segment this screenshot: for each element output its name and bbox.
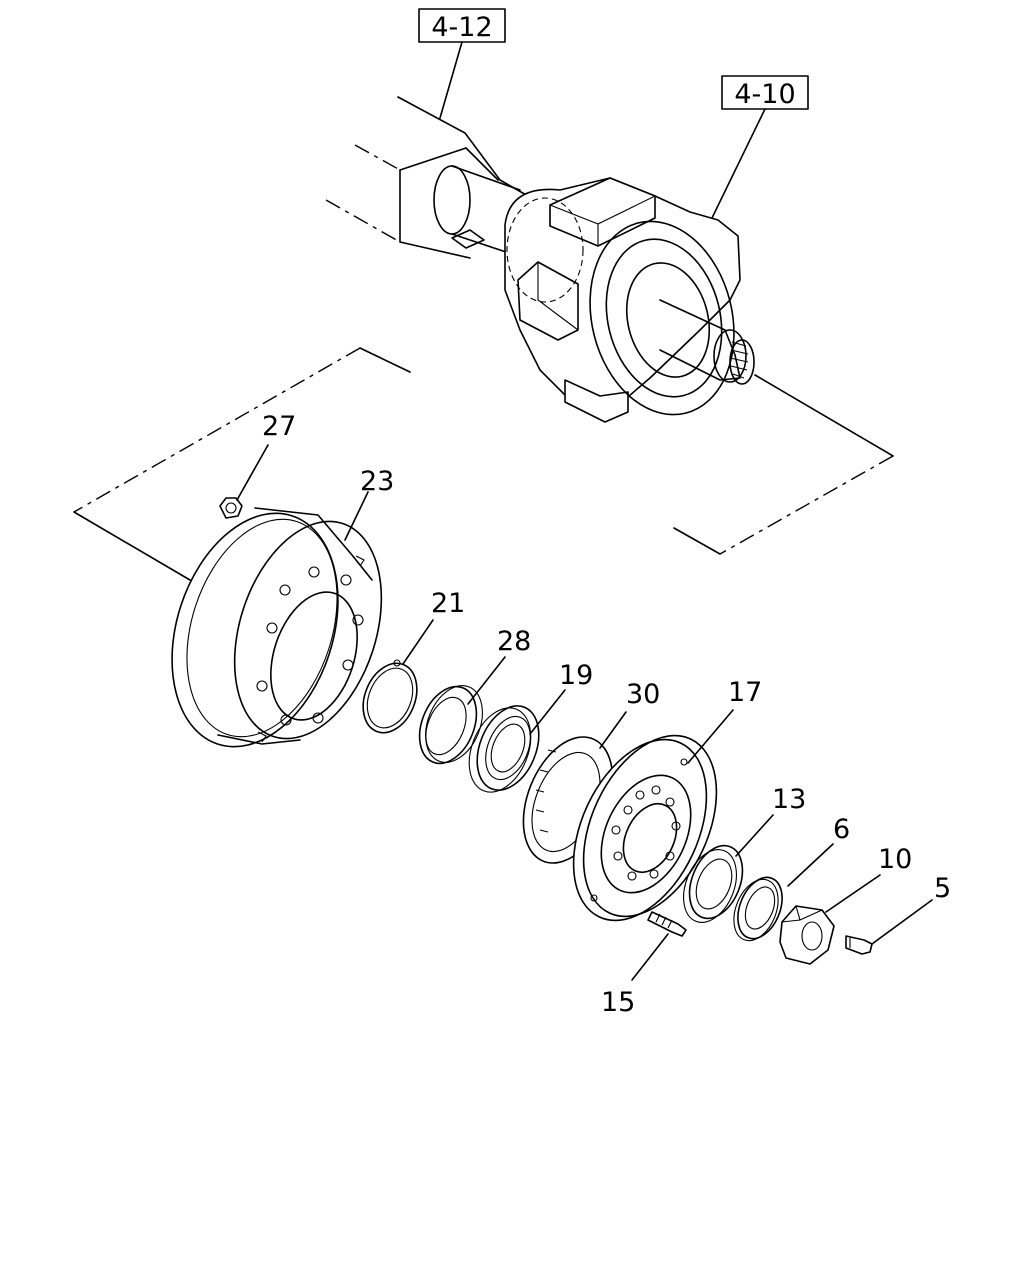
part-5-screw[interactable] (845, 935, 873, 955)
callout-15[interactable]: 15 (601, 987, 635, 1018)
callout-labels: 27 23 21 28 19 30 17 13 6 10 5 15 (262, 411, 951, 1018)
callout-23[interactable]: 23 (360, 466, 394, 497)
callout-21[interactable]: 21 (431, 588, 465, 619)
part-21-snap-ring[interactable] (353, 655, 426, 740)
part-15-bolt[interactable] (647, 911, 687, 937)
callout-10[interactable]: 10 (878, 844, 912, 875)
axle-housing (325, 96, 755, 423)
part-17-wheel-hub[interactable] (547, 714, 743, 941)
callout-30[interactable]: 30 (626, 679, 660, 710)
callout-27[interactable]: 27 (262, 411, 296, 442)
reference-label: 4-10 (734, 79, 795, 110)
leader-4-10 (711, 108, 766, 219)
callout-6[interactable]: 6 (833, 814, 850, 845)
callout-17[interactable]: 17 (728, 677, 762, 708)
callout-13[interactable]: 13 (772, 784, 806, 815)
callout-5[interactable]: 5 (934, 873, 951, 904)
callout-19[interactable]: 19 (559, 660, 593, 691)
part-27-nut[interactable] (219, 497, 243, 519)
callout-leaders (236, 444, 933, 981)
part-23-brake-drum[interactable] (144, 492, 408, 768)
part-6-washer[interactable] (725, 871, 790, 947)
callout-28[interactable]: 28 (497, 626, 531, 657)
reference-label: 4-12 (431, 12, 492, 43)
assembly-axis-lines (73, 347, 894, 581)
part-28-oil-seal[interactable] (409, 677, 493, 772)
reference-box-4-10[interactable]: 4-10 (721, 75, 809, 110)
part-13-bearing[interactable] (674, 838, 753, 930)
part-19-bearing[interactable] (458, 697, 551, 802)
part-10-lock-nut[interactable] (779, 905, 835, 965)
leader-4-12 (439, 41, 463, 119)
reference-box-4-12[interactable]: 4-12 (418, 8, 506, 43)
